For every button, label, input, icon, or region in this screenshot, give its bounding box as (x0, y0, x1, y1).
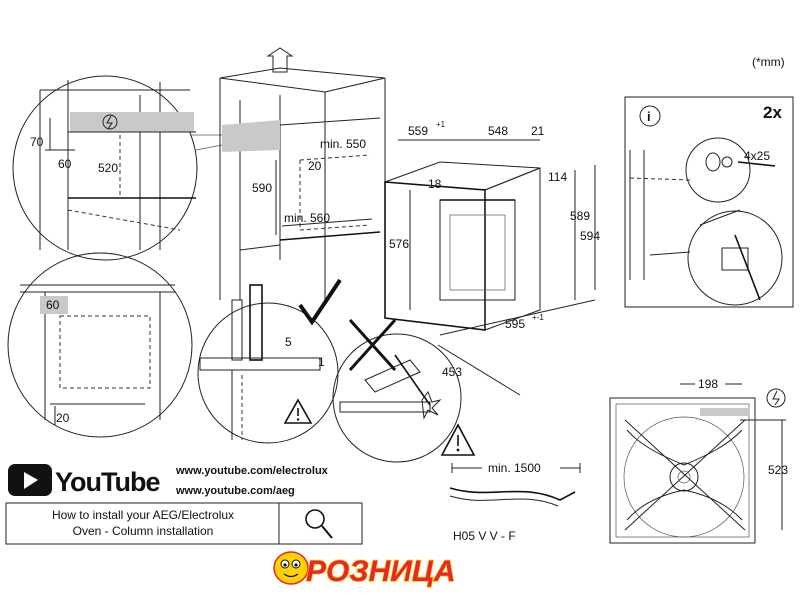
oven-view: 559 +1 548 21 18 114 576 589 594 595 +-1… (384, 120, 600, 396)
dim-595: 595 (505, 317, 525, 331)
cross-icon (348, 318, 397, 372)
youtube-play-icon (8, 464, 52, 496)
svg-text:+-1: +-1 (532, 313, 544, 322)
dim-198: 198 (698, 377, 718, 391)
video-search-box[interactable]: How to install your AEG/Electrolux Oven … (5, 502, 363, 545)
howto-line-2: Oven - Column installation (73, 524, 214, 538)
dim-589: 589 (570, 209, 590, 223)
cabinet-column: min. 550 20 590 min. 560 (219, 47, 386, 305)
dim-559: 559 (408, 124, 428, 138)
info-box: i 2x 4x25 (624, 96, 794, 308)
screw-size: 4x25 (744, 149, 770, 163)
oven-front-view: 198 523 (609, 377, 788, 544)
svg-text:+1: +1 (436, 120, 446, 129)
warning-icon-cable (440, 423, 476, 456)
info-icon: i (639, 105, 661, 127)
dim-453: 453 (442, 365, 462, 379)
howto-line-1: How to install your AEG/Electrolux (52, 508, 234, 522)
dim-70: 70 (30, 135, 44, 149)
dim-1: 1 (318, 355, 325, 369)
zoom-circle-top: 70 60 520 (12, 75, 198, 261)
svg-text:i: i (647, 109, 651, 124)
youtube-url-aeg[interactable]: www.youtube.com/aeg (175, 485, 295, 497)
dim-20-mid: 20 (56, 411, 70, 425)
zoom-circle-middle: 60 20 (7, 252, 193, 438)
checkmark-icon (298, 278, 342, 326)
electric-icon-front (766, 388, 786, 408)
dim-590: 590 (252, 181, 272, 195)
dim-21: 21 (531, 124, 545, 138)
brand-logo: РОЗНИЦА (273, 551, 456, 589)
dim-576: 576 (389, 237, 409, 251)
cable-type: H05 V V - F (453, 529, 516, 543)
power-cable: min. 1500 H05 V V - F (449, 461, 581, 543)
dim-18: 18 (428, 177, 442, 191)
youtube-url-electrolux[interactable]: www.youtube.com/electrolux (175, 465, 329, 477)
dim-20-cabinet: 20 (308, 159, 322, 173)
dim-520: 520 (98, 161, 118, 175)
dim-523: 523 (768, 463, 788, 477)
dim-60-mid: 60 (46, 298, 60, 312)
up-arrow-icon (266, 47, 294, 73)
units-note: (*mm) (752, 55, 785, 69)
dim-5: 5 (285, 335, 292, 349)
youtube-wordmark: YouTube (55, 467, 160, 497)
electric-icon (102, 114, 118, 130)
dim-594: 594 (580, 229, 600, 243)
screw-quantity: 2x (763, 103, 782, 122)
youtube-logo: YouTube (8, 464, 161, 497)
dim-min-1500: min. 1500 (488, 461, 541, 475)
dim-min-550: min. 550 (320, 137, 366, 151)
brand-wordmark: РОЗНИЦА (306, 555, 455, 588)
dim-114: 114 (548, 170, 567, 184)
warning-icon (283, 398, 313, 424)
dim-60-top: 60 (58, 157, 72, 171)
incorrect-install-circle (332, 318, 462, 463)
search-icon[interactable] (305, 509, 333, 539)
dim-548: 548 (488, 124, 508, 138)
correct-install-circle: 5 1 (197, 278, 342, 444)
dim-min-560: min. 560 (284, 211, 330, 225)
